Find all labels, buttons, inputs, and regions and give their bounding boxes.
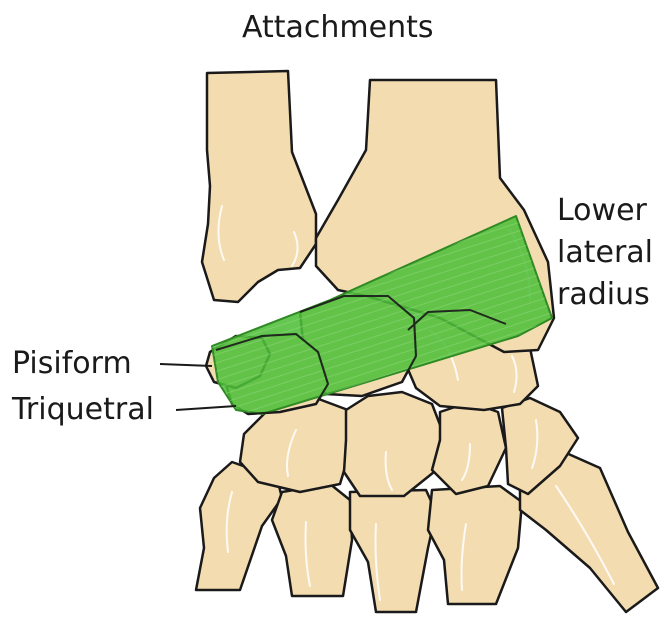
metacarpal-2 xyxy=(428,486,522,604)
lower-lateral-radius-line-1: Lower xyxy=(557,190,653,232)
lower-lateral-radius-line-2: lateral xyxy=(557,232,653,274)
lower-lateral-radius-line-3: radius xyxy=(557,274,653,316)
capitate xyxy=(344,392,442,496)
diagram-title: Attachments xyxy=(242,10,434,46)
pisiform-label: Pisiform xyxy=(12,346,132,382)
triquetral-label: Triquetral xyxy=(12,392,154,428)
triquetral-leader-line xyxy=(176,406,236,410)
lower-lateral-radius-label: Lower lateral radius xyxy=(557,190,653,316)
pisiform-leader-line xyxy=(160,364,212,366)
metacarpal-3 xyxy=(350,490,436,612)
ulna xyxy=(202,71,316,302)
metacarpal-4 xyxy=(272,484,352,596)
